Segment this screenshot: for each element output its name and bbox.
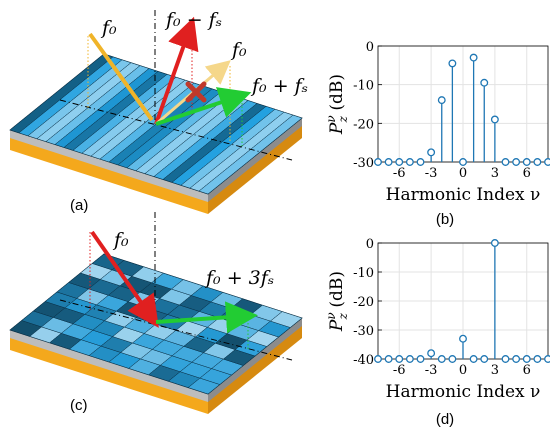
y-tick-label: -30 bbox=[353, 156, 374, 171]
arrow-label: f₀ + 3fₛ bbox=[204, 267, 274, 289]
y-tick-label: -40 bbox=[353, 353, 374, 368]
stem-marker bbox=[522, 355, 531, 363]
stem-marker bbox=[544, 355, 550, 363]
incident-wave-arrow bbox=[90, 230, 159, 328]
y-tick-label: -30 bbox=[353, 324, 374, 339]
y-tick-label: 0 bbox=[366, 237, 374, 252]
reflected-upper-harmonic-arrow bbox=[155, 87, 252, 126]
y-tick-label: -20 bbox=[353, 295, 374, 310]
stem-marker bbox=[512, 355, 521, 363]
blocked-x-icon bbox=[185, 81, 207, 103]
metasurface-cell bbox=[269, 311, 303, 328]
metasurface-stripes bbox=[9, 53, 303, 195]
x-axis-label: Harmonic Index ν bbox=[386, 185, 541, 205]
substrate-front bbox=[10, 130, 208, 202]
x-tick-label: 0 bbox=[459, 166, 467, 181]
surface-axis bbox=[59, 99, 293, 161]
arrow-label: f₀ bbox=[100, 17, 117, 39]
y-tick-label: -20 bbox=[353, 117, 374, 132]
y-axis-label: Pνz (dB) bbox=[324, 271, 350, 332]
stem-marker bbox=[522, 158, 531, 166]
x-tick-label: -6 bbox=[393, 166, 406, 181]
stem-marker bbox=[512, 158, 521, 166]
y-tick-label: 0 bbox=[366, 40, 374, 55]
incident-wave-arrow bbox=[88, 32, 154, 122]
x-tick-label: 0 bbox=[459, 363, 467, 378]
stem-marker bbox=[395, 158, 404, 166]
x-tick-label: 3 bbox=[491, 363, 499, 378]
arrow-label: f₀ − fₛ bbox=[164, 9, 222, 31]
ground-layer-side bbox=[208, 324, 302, 414]
stem-marker bbox=[374, 158, 382, 166]
surface-axis bbox=[59, 299, 293, 361]
stem-marker bbox=[469, 53, 478, 62]
stem-marker bbox=[501, 355, 510, 363]
arrow-label: f₀ bbox=[112, 229, 129, 251]
stem-marker bbox=[384, 355, 393, 363]
stem-marker bbox=[533, 355, 542, 363]
stem-marker bbox=[459, 158, 467, 166]
y-axis-label: Pνz (dB) bbox=[324, 74, 350, 135]
panel-label: (a) bbox=[70, 197, 88, 214]
ground-layer-front bbox=[10, 136, 208, 214]
stem-marker bbox=[395, 355, 404, 363]
stem-marker bbox=[416, 355, 425, 363]
metasurface-stripe bbox=[198, 114, 303, 195]
stem-marker bbox=[544, 158, 550, 166]
stem-marker bbox=[533, 158, 542, 166]
stem-marker bbox=[490, 239, 499, 247]
y-tick-label: -10 bbox=[353, 79, 374, 94]
stem-marker bbox=[469, 355, 478, 363]
x-tick-label: -3 bbox=[425, 363, 438, 378]
ground-layer-front bbox=[10, 336, 208, 414]
stem-marker bbox=[405, 158, 414, 166]
x-axis-label: Harmonic Index ν bbox=[386, 382, 541, 402]
reflected-lower-harmonic-arrow bbox=[154, 16, 199, 125]
stem-marker bbox=[427, 148, 436, 157]
metasurface-panel-a: f₀ f₀ − fₛ f₀ f₀ + fₛ (a) bbox=[9, 9, 308, 214]
substrate-side bbox=[208, 118, 302, 202]
arrow-label: f₀ + fₛ bbox=[250, 75, 308, 97]
y-tick-label: -10 bbox=[353, 266, 374, 281]
stem-marker bbox=[405, 355, 414, 363]
metasurface-panel-c: f₀ f₀ + 3fₛ (c) bbox=[9, 212, 303, 414]
stem-marker bbox=[384, 158, 393, 166]
stem-marker bbox=[448, 59, 457, 68]
x-tick-label: 3 bbox=[491, 166, 499, 181]
panel-label: (b) bbox=[436, 211, 454, 228]
x-tick-label: -3 bbox=[425, 166, 438, 181]
stem-marker bbox=[427, 349, 436, 358]
stem-marker bbox=[437, 96, 446, 105]
x-tick-label: -6 bbox=[393, 363, 406, 378]
panel-label: (d) bbox=[436, 411, 454, 428]
substrate-side bbox=[208, 318, 302, 402]
stem-marker bbox=[448, 355, 457, 363]
x-tick-label: 6 bbox=[523, 363, 531, 378]
ground-layer-side bbox=[208, 124, 302, 214]
stem-marker bbox=[374, 355, 382, 363]
stem-marker bbox=[459, 334, 467, 343]
arrow-label: f₀ bbox=[230, 39, 247, 61]
substrate-front bbox=[10, 330, 208, 402]
x-tick-label: 6 bbox=[523, 166, 531, 181]
stem-marker bbox=[490, 115, 499, 124]
stem-marker bbox=[480, 78, 489, 87]
panel-label: (c) bbox=[70, 397, 88, 414]
stem-marker bbox=[416, 158, 425, 166]
reflected-harmonic-arrow bbox=[155, 301, 258, 334]
stem-marker bbox=[480, 355, 489, 363]
stem-marker bbox=[437, 355, 446, 363]
stem-marker bbox=[501, 158, 510, 166]
